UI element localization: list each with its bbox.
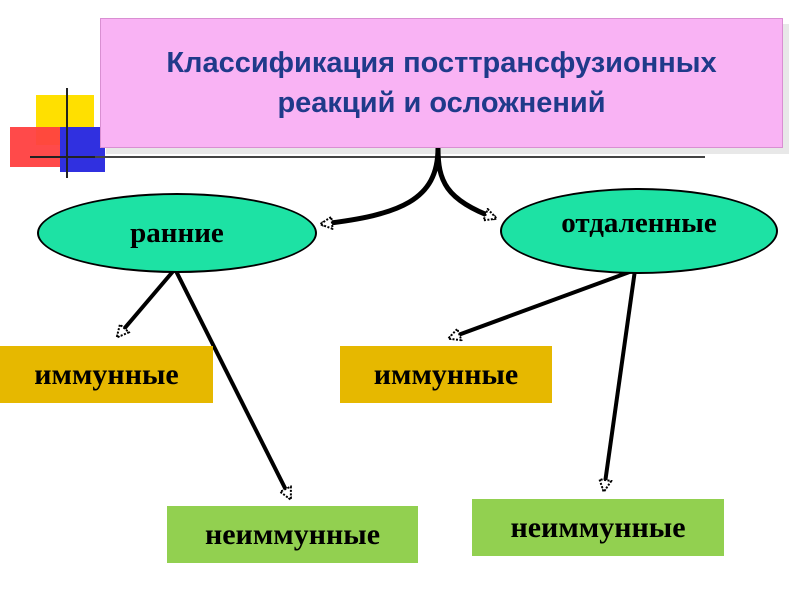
node-late-immune: иммунные <box>340 346 552 403</box>
node-early-nonimmune-label: неиммунные <box>204 517 381 551</box>
decor-title-underline <box>95 156 705 158</box>
node-early-immune-label: иммунные <box>34 357 179 391</box>
decor-horizontal-line <box>30 156 150 158</box>
decor-vertical-line <box>66 88 68 178</box>
node-late: отдаленные <box>500 188 778 274</box>
node-late-label: отдаленные <box>561 207 717 239</box>
arrow-late-to-immune <box>450 268 636 338</box>
arrow-late-to-nonimmune <box>604 269 637 490</box>
title-box: Классификация посттрансфузионных реакций… <box>100 18 783 148</box>
arrow-title-to-late <box>435 147 495 218</box>
node-late-nonimmune-label: неиммунные <box>510 510 686 544</box>
page-title: Классификация посттрансфузионных реакций… <box>166 47 717 119</box>
arrow-early-to-nonimmune <box>173 268 290 498</box>
arrow-title-to-early <box>322 147 441 224</box>
decor-red-square <box>10 127 68 167</box>
node-late-immune-label: иммунные <box>373 357 519 391</box>
node-early: ранние <box>37 193 317 273</box>
arrow-early-to-immune <box>118 267 177 336</box>
node-early-label: ранние <box>130 216 224 249</box>
node-early-immune: иммунные <box>0 346 213 403</box>
node-early-nonimmune: неиммунные <box>167 506 418 563</box>
node-late-nonimmune: неиммунные <box>472 499 724 556</box>
